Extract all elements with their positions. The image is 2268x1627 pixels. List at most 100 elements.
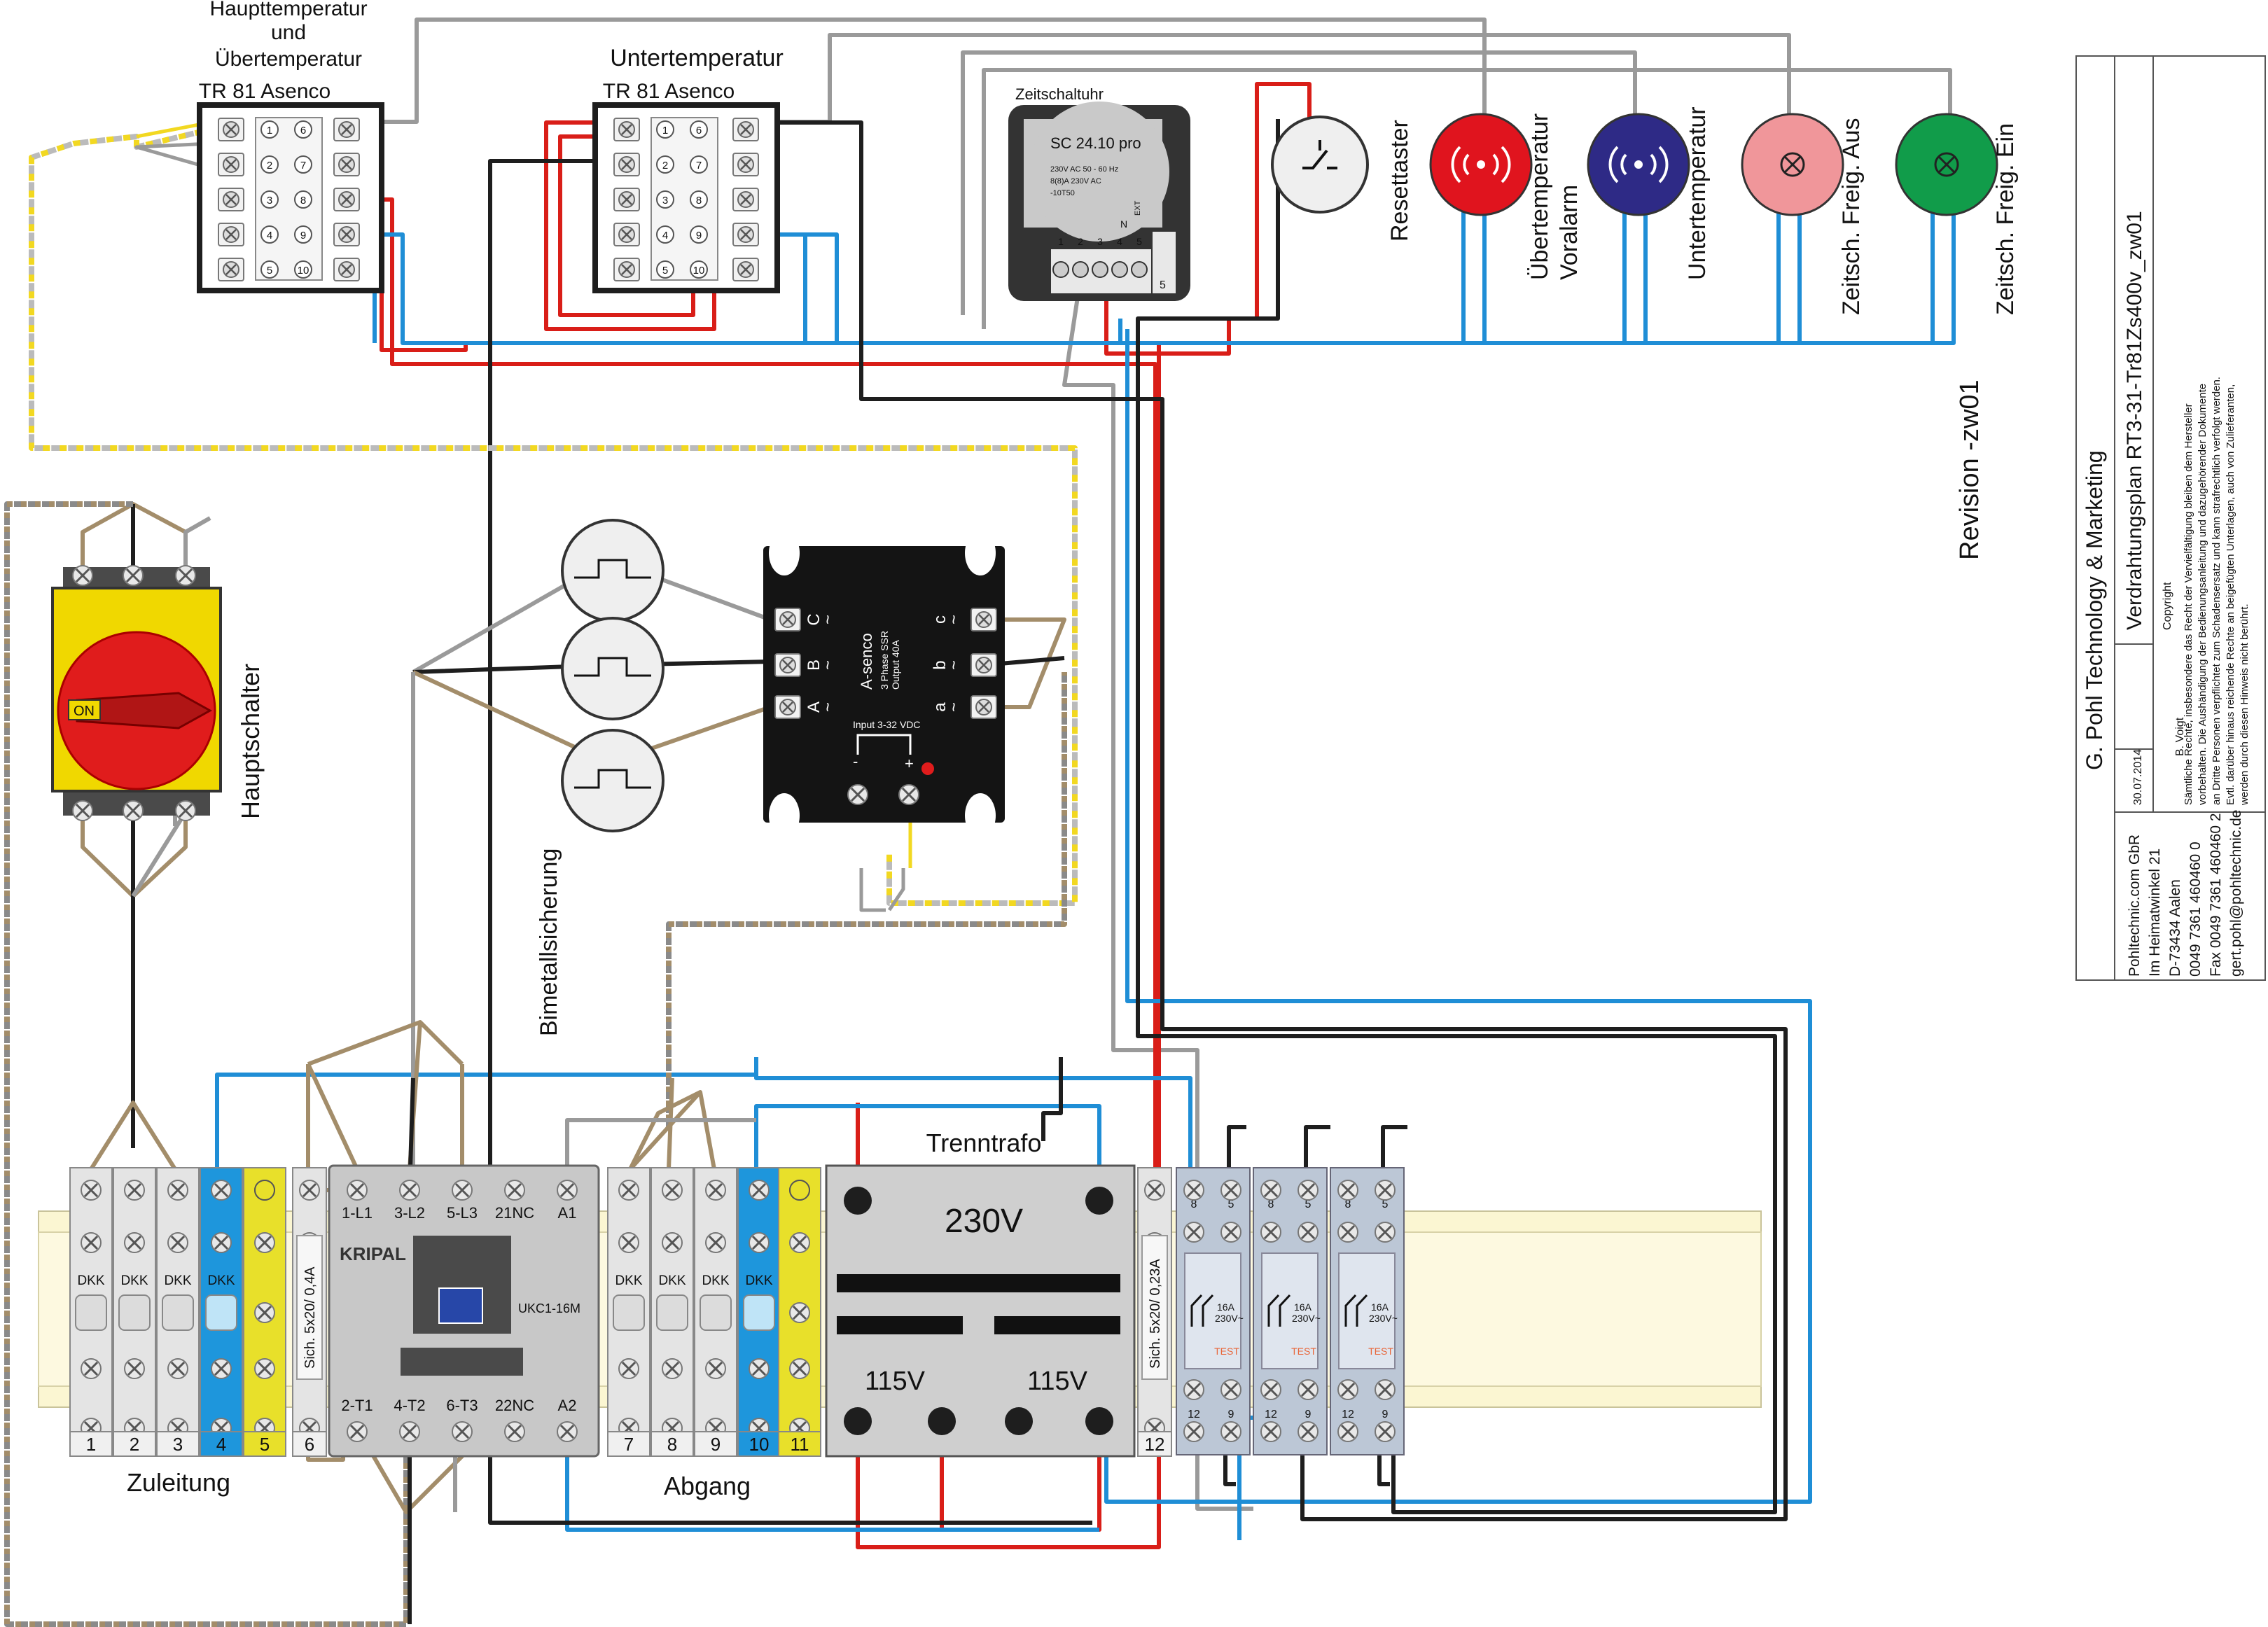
tr1-title-line3: Übertemperatur bbox=[215, 48, 362, 71]
wire-blue bbox=[754, 1104, 1101, 1190]
plan-name: Verdrahtungsplan RT3-31-Tr81Zs400v_zw01 bbox=[2123, 211, 2146, 630]
wire-feed bbox=[307, 1020, 464, 1066]
ssr-input: Input 3-32 VDC bbox=[853, 719, 921, 730]
tr-terminal-number: 8 bbox=[300, 195, 306, 207]
terminal-number: 1 bbox=[86, 1434, 96, 1455]
timer-five: 5 bbox=[1160, 279, 1166, 291]
tr-terminal-number: 3 bbox=[267, 195, 272, 207]
wire-feed bbox=[565, 1118, 756, 1169]
contactor-model: UKC1-16M bbox=[518, 1301, 580, 1315]
timer-spec-1: 230V AC 50 - 60 Hz bbox=[1050, 165, 1118, 174]
timer-ext: EXT bbox=[1134, 200, 1142, 216]
relay-terminal-label: 8 bbox=[1191, 1199, 1197, 1210]
ssr-plus: + bbox=[905, 755, 914, 772]
ssr-type: 3 Phase SSR bbox=[879, 631, 890, 690]
terminal-number: 2 bbox=[130, 1434, 139, 1455]
timer-spec-2: 8(8)A 230V AC bbox=[1050, 177, 1101, 186]
copyright-line: an Dritte Personen verpflichtet zum Scha… bbox=[2211, 377, 2222, 805]
timer-caption: Zeitschaltuhr bbox=[1015, 85, 1104, 103]
terminal-6: Sich. 5x20/ 0,4A6 bbox=[292, 1167, 327, 1457]
tr-terminal-number: 1 bbox=[662, 125, 668, 137]
reset-button: Resettaster bbox=[1271, 116, 1413, 242]
plan-date: 30.07.2014 bbox=[2132, 749, 2144, 805]
ssr-tilde: ~ bbox=[945, 660, 963, 670]
dkk-label: DKK bbox=[658, 1273, 686, 1288]
address-line: Pohltechnic.com GbR bbox=[2127, 835, 2143, 977]
wire-ssr-in bbox=[859, 868, 905, 912]
dkk-label: DKK bbox=[77, 1273, 104, 1288]
ssr-input-phase: A bbox=[805, 701, 823, 713]
wire-phase bbox=[183, 516, 211, 578]
relay-terminal-label: 8 bbox=[1268, 1199, 1274, 1210]
wire-sensor-grey bbox=[134, 141, 211, 170]
wire-grey bbox=[982, 68, 1952, 329]
wire-blue bbox=[1104, 329, 1812, 1504]
plan-author: B. Voigt bbox=[2174, 717, 2186, 756]
relay-terminal-label: 12 bbox=[1188, 1409, 1200, 1420]
timer-terminal-number: 2 bbox=[1078, 236, 1083, 247]
lamp-label: Untertemperatur bbox=[1684, 106, 1711, 280]
contactor-brand: KRIPAL bbox=[340, 1243, 406, 1264]
wires bbox=[4, 18, 1956, 1627]
trafo-secondary-1: 115V bbox=[865, 1367, 926, 1396]
address-line: gert.pohl@pohltechnic.de bbox=[2228, 810, 2244, 977]
contactor-top-label: 1-L1 bbox=[342, 1204, 373, 1222]
revision-label: Revision -zw01 bbox=[1955, 379, 1984, 560]
hauptschalter-label: Hauptschalter bbox=[236, 664, 265, 819]
tr81-controller-2: Untertemperatur TR 81 Asenco bbox=[592, 45, 784, 293]
wire-dashed bbox=[666, 672, 1067, 1127]
ssr-tilde: ~ bbox=[819, 615, 837, 624]
terminal-11: 11 bbox=[778, 1167, 821, 1457]
copyright-line: Evtl. darüber hinaus reichende Rechte an… bbox=[2225, 384, 2236, 805]
relay-terminal-label: 12 bbox=[1342, 1409, 1354, 1420]
tr-terminal-number: 7 bbox=[696, 160, 702, 172]
relay-rating: 230V~ bbox=[1292, 1313, 1321, 1324]
terminal-number: 11 bbox=[791, 1434, 809, 1455]
bimetall-label: Bimetallsicherung bbox=[536, 849, 562, 1036]
contactor-top-label: A1 bbox=[558, 1204, 577, 1222]
relay-terminal-label: 5 bbox=[1228, 1199, 1234, 1210]
contactor-bottom-label: 6-T3 bbox=[446, 1397, 478, 1414]
wire-red bbox=[1255, 82, 1312, 319]
terminal-number: 10 bbox=[749, 1434, 770, 1455]
tr-terminal-number: 3 bbox=[662, 195, 668, 207]
wire-dashed bbox=[666, 672, 1067, 1127]
wire-red bbox=[544, 120, 716, 331]
relay-terminal-label: 9 bbox=[1305, 1409, 1312, 1420]
contactor-bottom-label: 22NC bbox=[495, 1397, 534, 1414]
wire-blue bbox=[215, 1057, 1192, 1190]
terminal-number: 5 bbox=[260, 1434, 270, 1455]
tr-terminal-number: 5 bbox=[662, 265, 668, 277]
ssr-minus: - bbox=[853, 753, 858, 770]
tr1-title-line2: und bbox=[271, 21, 306, 44]
wire-sensor bbox=[29, 127, 1078, 906]
ssr-brand: A-senco bbox=[858, 633, 875, 690]
lamp-label: Übertemperatur bbox=[1526, 113, 1553, 280]
lamp-4: Zeitsch. Freig. Ein bbox=[1895, 113, 2019, 315]
relay-rating: 230V~ bbox=[1369, 1313, 1398, 1324]
contactor-kripal: KRIPAL UKC1-16M 1-L12-T13-L24-T25-L36-T3… bbox=[328, 1164, 600, 1458]
tr1-title-line1: Haupttemperatur bbox=[209, 0, 367, 20]
tr2-model: TR 81 Asenco bbox=[603, 80, 735, 103]
tr-terminal-number: 9 bbox=[300, 230, 306, 242]
terminal-number: 12 bbox=[1145, 1434, 1165, 1455]
copyright-line: werden durch diesen Hinweis nicht berühr… bbox=[2239, 603, 2250, 806]
address-line: Fax 0049 7361 460460 2 bbox=[2208, 813, 2224, 977]
ssr-tilde: ~ bbox=[945, 615, 963, 624]
tr-terminal-number: 4 bbox=[267, 230, 272, 242]
abgang-label: Abgang bbox=[664, 1472, 751, 1500]
main-switch: ON Hauptschalter bbox=[51, 564, 265, 822]
ssr-input-phase: B bbox=[805, 659, 823, 671]
contactor-top-label: 3-L2 bbox=[394, 1204, 425, 1222]
ssr-tilde: ~ bbox=[819, 660, 837, 670]
address-line: D-73434 Aalen bbox=[2167, 879, 2183, 977]
